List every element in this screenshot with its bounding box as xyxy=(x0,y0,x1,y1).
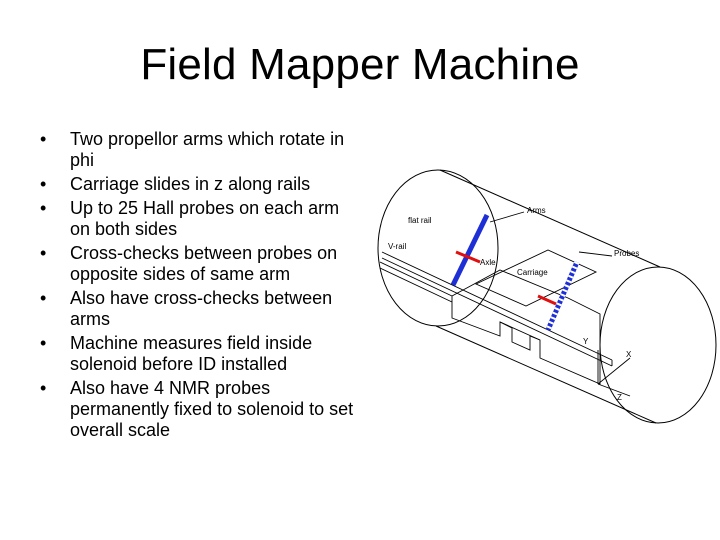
bullet-list: •Two propellor arms which rotate in phi … xyxy=(38,129,358,444)
bullet-item: • Also have cross-checks between arms xyxy=(38,288,358,330)
arms-leader xyxy=(489,211,525,223)
label-arms: Arms xyxy=(527,206,546,215)
x-axis-line xyxy=(597,357,631,385)
bullet-marker: • xyxy=(40,129,47,149)
probe-arm-ticks xyxy=(545,261,580,331)
bullet-marker: • xyxy=(40,243,47,263)
axes xyxy=(597,350,631,397)
bullet-marker: • xyxy=(40,198,47,218)
carriage-slot xyxy=(499,321,541,351)
flat-rail xyxy=(381,251,613,367)
bullet-marker: • xyxy=(40,174,47,194)
label-y-axis: Y xyxy=(583,337,589,346)
probe-arm xyxy=(537,261,580,331)
cylinder-top-edge xyxy=(439,169,661,268)
cylinder-bottom-edge xyxy=(435,325,657,424)
label-carriage: Carriage xyxy=(517,268,548,277)
bullet-text: Cross-checks between probes on opposite … xyxy=(70,243,338,284)
bullet-text: Two propellor arms which rotate in phi xyxy=(70,129,345,170)
bullet-marker: • xyxy=(40,378,47,398)
probe-leader xyxy=(578,251,613,257)
carriage-probe-red xyxy=(537,294,557,306)
bullet-text: Up to 25 Hall probes on each arm on both… xyxy=(70,198,340,239)
bullet-text: Also have cross-checks between arms xyxy=(70,288,333,329)
bullet-text: Also have 4 NMR probes permanently fixed… xyxy=(70,378,354,440)
label-flat-rail: flat rail xyxy=(408,216,432,225)
bullet-item: • Up to 25 Hall probes on each arm on bot… xyxy=(38,198,358,240)
bullet-marker: • xyxy=(40,333,47,353)
bullet-item: • Two propellor arms which rotate in phi xyxy=(38,129,358,171)
bullet-marker: • xyxy=(40,288,47,308)
cylinder-left-end xyxy=(377,169,499,327)
bullet-item: • Cross-checks between probes on opposite… xyxy=(38,243,358,285)
carriage-body xyxy=(451,269,601,385)
bullet-item: • Carriage slides in z along rails xyxy=(38,174,358,195)
label-z-axis: Z xyxy=(617,393,622,402)
bullet-text: Machine measures field inside solenoid b… xyxy=(70,333,313,374)
v-rail xyxy=(379,261,453,303)
blue-arm xyxy=(450,213,490,287)
axle-probe-red xyxy=(455,250,481,264)
bullet-item: • Machine measures field inside solenoid … xyxy=(38,333,358,375)
bullet-item: • Also have 4 NMR probes permanently fixe… xyxy=(38,378,358,441)
cylinder xyxy=(377,169,717,424)
label-probes: Probes xyxy=(614,249,639,258)
z-axis-line xyxy=(597,383,631,397)
bullet-text: Carriage slides in z along rails xyxy=(70,174,311,194)
label-x-axis: X xyxy=(626,350,632,359)
label-axle: Axle xyxy=(480,258,496,267)
rails-and-carriage xyxy=(379,211,613,385)
label-v-rail: V-rail xyxy=(388,242,406,251)
carriage-top xyxy=(474,249,598,307)
slide-title: Field Mapper Machine xyxy=(140,40,580,89)
